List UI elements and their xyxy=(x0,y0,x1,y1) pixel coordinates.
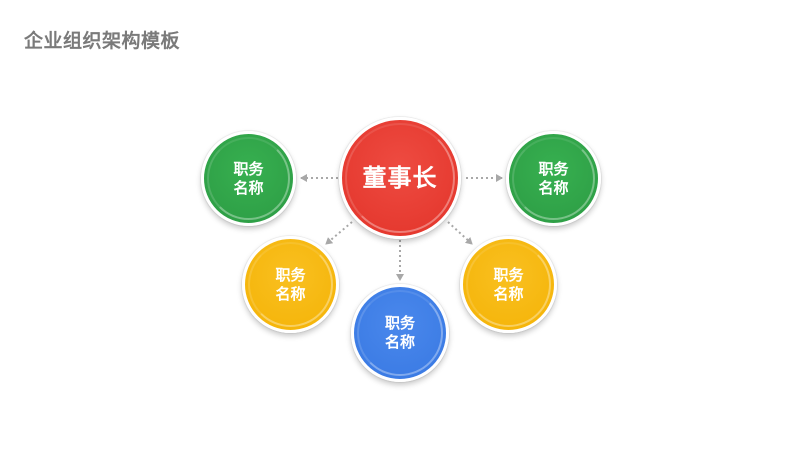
connector-lower-left xyxy=(325,221,353,245)
node-label: 职务名称 xyxy=(493,265,524,303)
node-label: 职务名称 xyxy=(233,159,264,197)
node-bottom-blue[interactable]: 职务名称 xyxy=(351,284,449,382)
node-label: 职务名称 xyxy=(384,314,415,351)
root-label: 董事长 xyxy=(362,164,438,192)
node-label: 职务名称 xyxy=(275,265,306,303)
node-left-yellow[interactable]: 职务名称 xyxy=(242,236,339,333)
node-right-yellow[interactable]: 职务名称 xyxy=(460,236,557,333)
root-node-chairman[interactable]: 董事长 xyxy=(339,117,461,239)
node-right-green[interactable]: 职务名称 xyxy=(506,131,601,226)
connector-lower-right xyxy=(447,221,473,245)
node-left-green[interactable]: 职务名称 xyxy=(201,131,296,226)
page-title: 企业组织架构模板 xyxy=(24,30,181,52)
node-label: 职务名称 xyxy=(538,159,569,197)
